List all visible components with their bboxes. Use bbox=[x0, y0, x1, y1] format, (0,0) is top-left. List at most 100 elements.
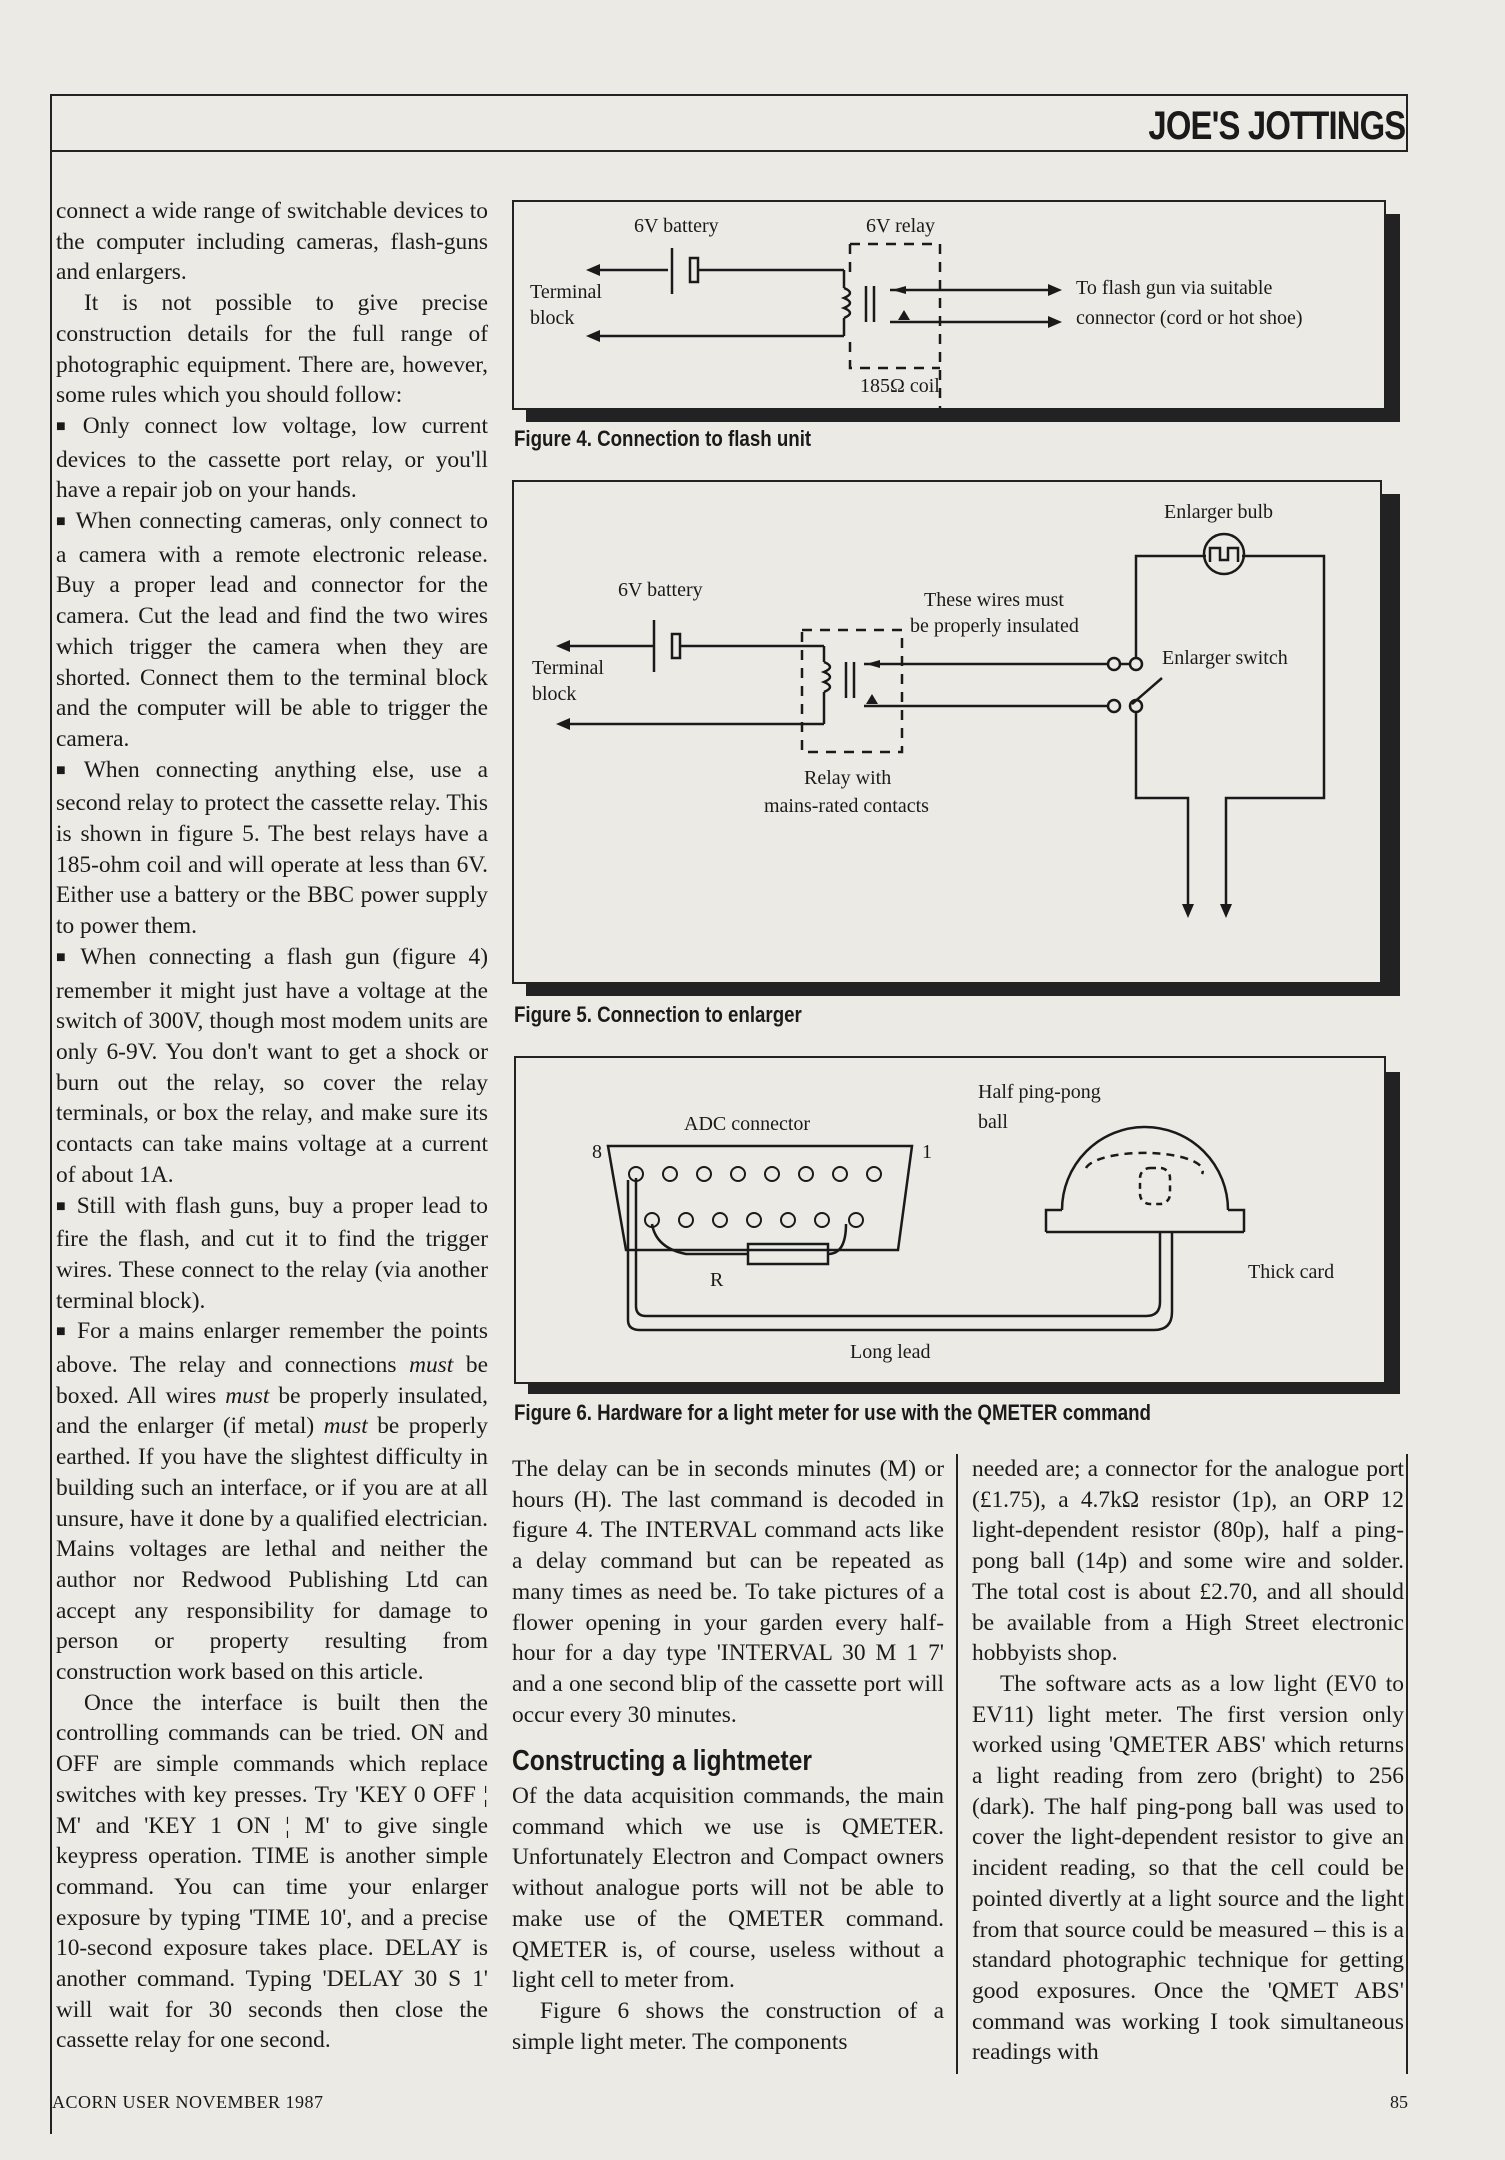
relay-label: 6V relay bbox=[866, 215, 935, 237]
header-right-rule bbox=[1406, 94, 1408, 150]
pin bbox=[696, 1166, 712, 1182]
adc-label: ADC connector bbox=[684, 1113, 810, 1135]
switch-lever bbox=[1131, 677, 1163, 705]
pin bbox=[780, 1212, 796, 1228]
arrow-icon bbox=[586, 330, 600, 342]
battery-cell bbox=[670, 632, 682, 660]
arrow-icon bbox=[556, 718, 570, 730]
paragraph: Figure 6 shows the construction of a sim… bbox=[512, 1997, 944, 2055]
pin bbox=[798, 1166, 814, 1182]
section-header: JOE'S JOTTINGS bbox=[1148, 104, 1406, 148]
page-number: 85 bbox=[1390, 2092, 1408, 2112]
card-edge bbox=[1044, 1208, 1246, 1232]
figure-6-box: Half ping-pong ball ADC connector 8 1 Th… bbox=[514, 1056, 1386, 1384]
pin bbox=[628, 1166, 644, 1182]
arrow-icon bbox=[1182, 904, 1194, 918]
figure-6-caption: Figure 6. Hardware for a light meter for… bbox=[514, 1400, 1151, 1425]
relay-outline bbox=[848, 244, 940, 370]
contact-arrow-icon bbox=[892, 286, 906, 294]
pin bbox=[730, 1166, 746, 1182]
relay-outline bbox=[800, 628, 904, 754]
figure-4-caption: Figure 4. Connection to flash unit bbox=[514, 426, 812, 451]
section-heading: Constructing a lightmeter bbox=[512, 1745, 812, 1778]
battery-label: 6V battery bbox=[634, 215, 719, 237]
wires-label: be properly insulated bbox=[910, 615, 1079, 637]
text: be boxed. All wires bbox=[56, 1352, 488, 1409]
footer-publication: ACORN USER NOVEMBER 1987 bbox=[52, 2092, 324, 2112]
lead-wire bbox=[650, 1223, 748, 1256]
pin bbox=[678, 1212, 694, 1228]
to-label: To flash gun via suitable bbox=[1076, 277, 1272, 299]
bullet-item: For a mains enlarger remember the points… bbox=[56, 1316, 488, 1687]
pin bbox=[764, 1166, 780, 1182]
pin-label: 8 bbox=[592, 1141, 602, 1163]
arrow-icon bbox=[586, 264, 600, 276]
pin bbox=[832, 1166, 848, 1182]
coil-label: 185Ω coil bbox=[860, 375, 940, 397]
header-rule bbox=[50, 150, 1408, 152]
switch-terminal bbox=[1128, 656, 1144, 672]
paragraph: Of the data acquisition commands, the ma… bbox=[512, 1783, 944, 1994]
left-rule bbox=[50, 94, 52, 2134]
figure-5-caption: Figure 5. Connection to enlarger bbox=[514, 1002, 802, 1027]
column-3: needed are; a connector for the analogue… bbox=[972, 1454, 1404, 2068]
long-lead bbox=[626, 1180, 1174, 1332]
lead-wire bbox=[827, 1223, 848, 1256]
bullet-item: Still with flash guns, buy a proper lead… bbox=[56, 1191, 488, 1317]
bullet-item: When connecting cameras, only connect to… bbox=[56, 506, 488, 755]
text: be properly earthed. If you have the sli… bbox=[56, 1413, 488, 1686]
column-rule bbox=[1406, 1454, 1408, 2074]
column-2: The delay can be in seconds minutes (M) … bbox=[512, 1454, 944, 2057]
pin bbox=[644, 1212, 660, 1228]
paragraph: The software acts as a low light (EV0 to… bbox=[972, 1670, 1404, 2066]
resistor-label: R bbox=[710, 1269, 724, 1291]
arrow-icon bbox=[556, 640, 570, 652]
text: be properly insulated, and the enlarger … bbox=[56, 1382, 488, 1440]
contact-arrow-icon bbox=[898, 310, 910, 320]
pin bbox=[866, 1166, 882, 1182]
relay-label: mains-rated contacts bbox=[764, 795, 929, 817]
emphasis: must bbox=[225, 1382, 270, 1409]
pins-top bbox=[628, 1166, 882, 1228]
ball-label: ball bbox=[978, 1111, 1008, 1133]
resistor-icon bbox=[746, 1242, 830, 1266]
card-label: Thick card bbox=[1248, 1261, 1334, 1283]
figure-5-diagram: Enlarger bulb 6V battery These wires mus… bbox=[532, 501, 1326, 918]
ldr-icon bbox=[1138, 1166, 1172, 1206]
wires-label: These wires must bbox=[924, 589, 1064, 611]
relay-label: Relay with bbox=[804, 767, 891, 789]
ping-pong-ball bbox=[1060, 1125, 1230, 1211]
lead-label: Long lead bbox=[850, 1341, 931, 1363]
relay-outline bbox=[850, 242, 942, 414]
pin bbox=[712, 1212, 728, 1228]
terminal-label: block bbox=[532, 683, 576, 705]
bullet-item: When connecting anything else, use a sec… bbox=[56, 755, 488, 942]
bullet-item: Only connect low voltage, low current de… bbox=[56, 411, 488, 506]
text: For a mains enlarger remember the points… bbox=[56, 1318, 488, 1379]
figure-6-diagram: Half ping-pong ball ADC connector 8 1 Th… bbox=[592, 1081, 1334, 1363]
figure-4-diagram: 6V battery 6V relay Terminal block 185Ω … bbox=[530, 215, 1303, 414]
figure-5-box: Enlarger bulb 6V battery These wires mus… bbox=[512, 480, 1382, 984]
pin-label: 1 bbox=[922, 1141, 932, 1163]
switch-label: Enlarger switch bbox=[1162, 647, 1288, 669]
adc-connector bbox=[606, 1144, 914, 1252]
long-lead bbox=[634, 1178, 1162, 1318]
to-label: connector (cord or hot shoe) bbox=[1076, 307, 1303, 329]
mains-wire bbox=[1134, 712, 1190, 910]
bullet-item: When connecting a flash gun (figure 4) r… bbox=[56, 942, 488, 1191]
emphasis: must bbox=[323, 1413, 368, 1440]
arrow-icon bbox=[1220, 904, 1232, 918]
arrow-icon bbox=[1048, 316, 1062, 328]
figure-4-box: 6V battery 6V relay Terminal block 185Ω … bbox=[512, 200, 1386, 414]
terminal-label: Terminal bbox=[530, 281, 602, 303]
battery-cell bbox=[688, 256, 700, 284]
bulb-filament bbox=[1208, 546, 1240, 562]
pin bbox=[662, 1166, 678, 1182]
switch-terminal bbox=[1106, 698, 1122, 714]
ball-inner bbox=[1084, 1151, 1204, 1175]
paragraph: needed are; a connector for the analogue… bbox=[972, 1456, 1404, 1667]
relay-coil bbox=[840, 286, 852, 320]
pin bbox=[814, 1212, 830, 1228]
bulb-icon bbox=[1202, 532, 1246, 576]
battery-label: 6V battery bbox=[618, 579, 703, 601]
